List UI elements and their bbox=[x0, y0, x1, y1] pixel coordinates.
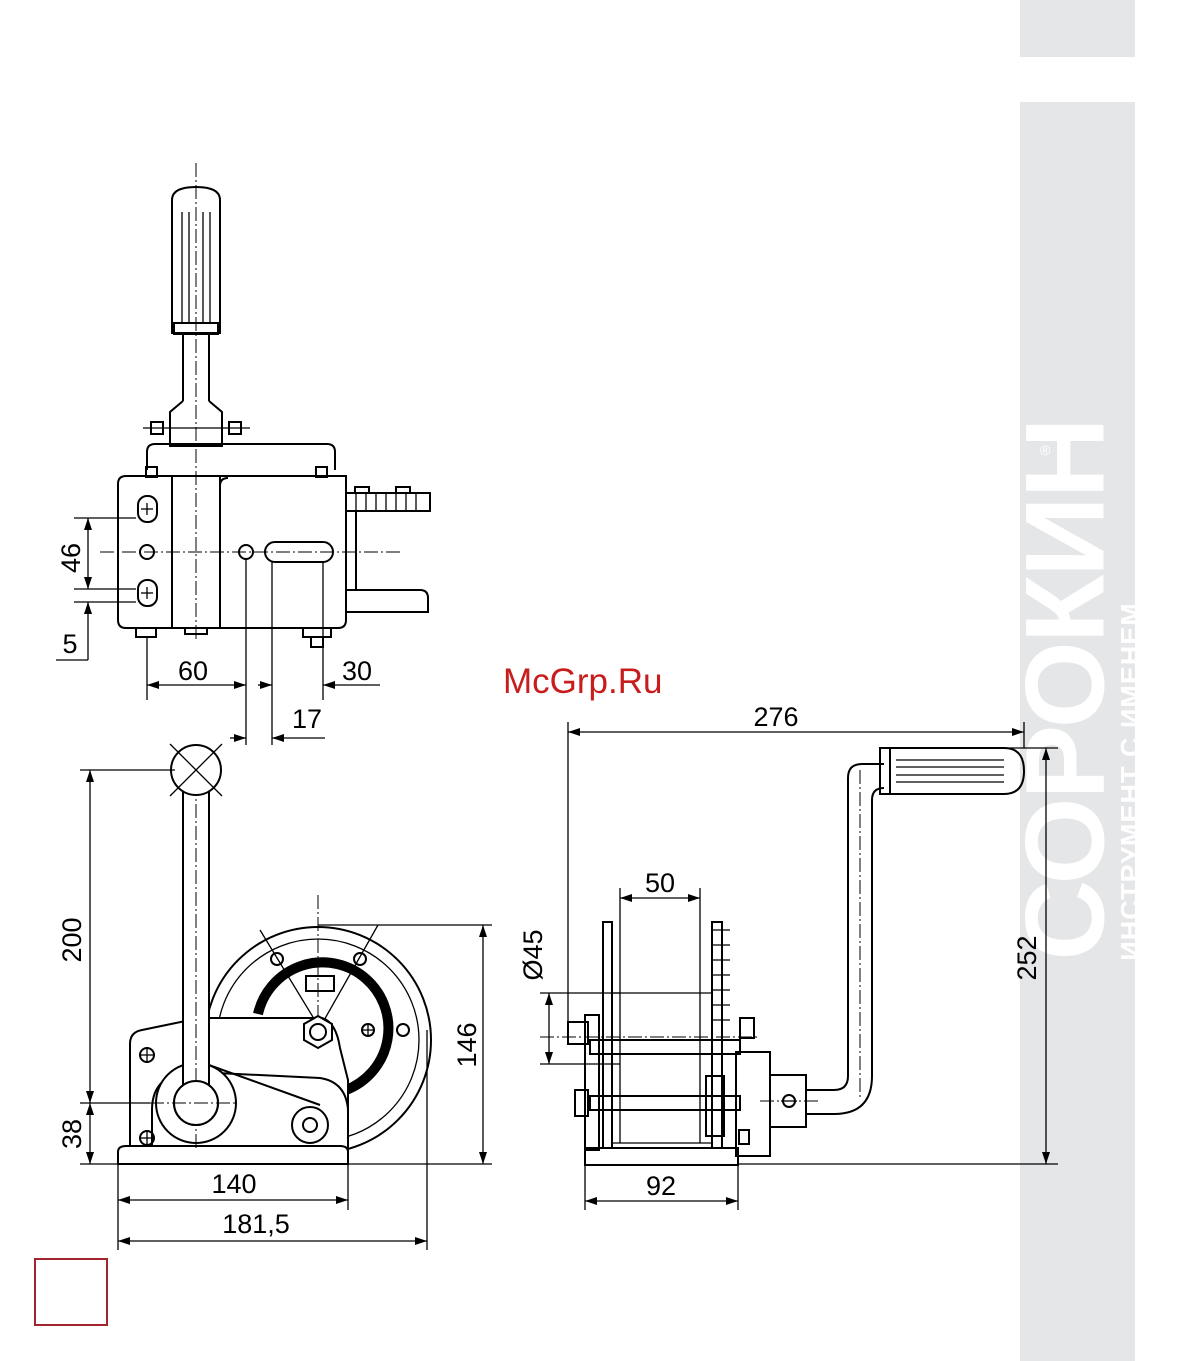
dim-200: 200 bbox=[57, 917, 87, 962]
dim-45: Ø45 bbox=[518, 929, 548, 980]
dim-5: 5 bbox=[62, 629, 77, 659]
front-view bbox=[540, 748, 1024, 1165]
dim-146: 146 bbox=[452, 1022, 482, 1067]
dim-140: 140 bbox=[211, 1169, 256, 1199]
dim-46: 46 bbox=[56, 543, 86, 573]
dim-252: 252 bbox=[1012, 935, 1042, 980]
dim-181-5: 181,5 bbox=[222, 1209, 290, 1239]
dim-276: 276 bbox=[753, 702, 798, 732]
dim-17: 17 bbox=[292, 704, 322, 734]
side-view bbox=[118, 744, 431, 1165]
dim-50: 50 bbox=[645, 868, 675, 898]
dim-38: 38 bbox=[57, 1119, 87, 1149]
top-view bbox=[100, 163, 430, 647]
dim-30: 30 bbox=[342, 656, 372, 686]
dim-92: 92 bbox=[646, 1171, 676, 1201]
dim-60: 60 bbox=[178, 656, 208, 686]
